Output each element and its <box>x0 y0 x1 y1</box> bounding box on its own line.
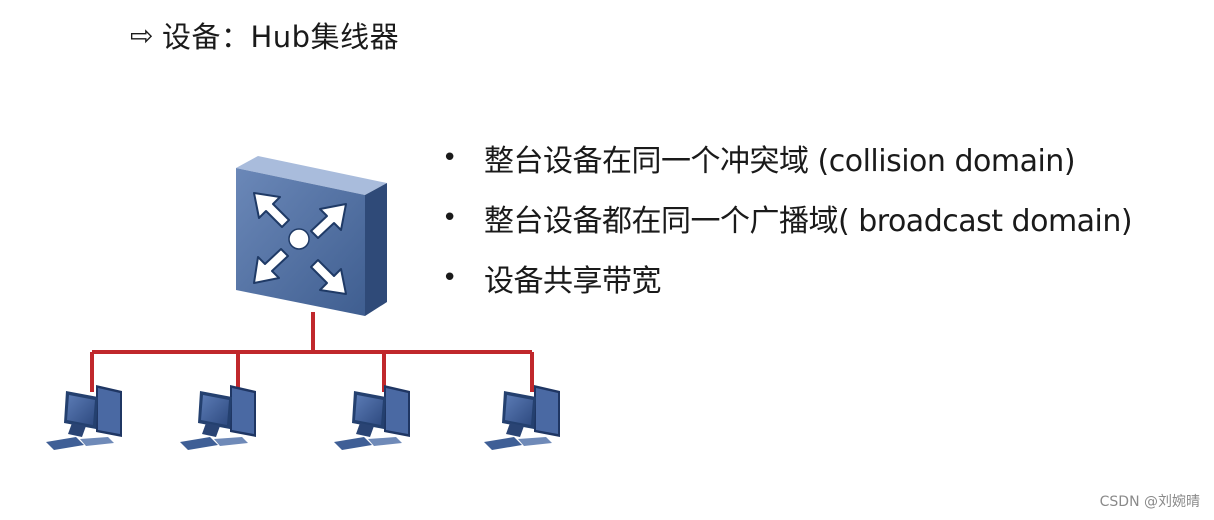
bullet-text: 整台设备都在同一个广播域( broadcast domain) <box>484 204 1133 239</box>
bullet-text: 整台设备在同一个冲突域 (collision domain) <box>484 144 1076 179</box>
bullet-dot-icon: • <box>442 143 457 173</box>
network-links <box>90 312 534 392</box>
bullet-text: 设备共享带宽 <box>484 264 662 299</box>
hub-arrows-icon <box>236 156 387 316</box>
bullet-dot-icon: • <box>442 263 457 293</box>
bullet-item: • 设备共享带宽 <box>442 248 1132 308</box>
watermark: CSDN @刘婉晴 <box>1099 494 1200 510</box>
desktop-computer-icon <box>180 385 256 450</box>
bullet-dot-icon: • <box>442 203 457 233</box>
bullet-item: • 整台设备都在同一个广播域( broadcast domain) <box>442 188 1133 248</box>
desktop-computer-icon <box>484 385 560 450</box>
desktop-computer-icon <box>334 385 410 450</box>
hub-network-diagram <box>46 156 560 450</box>
slide-title: ⇨ 设备：Hub集线器 <box>130 14 399 56</box>
arrow-icon: ⇨ <box>130 18 154 52</box>
desktop-computer-icon <box>46 385 122 450</box>
bullet-list: • 整台设备在同一个冲突域 (collision domain) • 整台设备都… <box>442 128 1133 308</box>
bullet-item: • 整台设备在同一个冲突域 (collision domain) <box>442 128 1132 188</box>
title-text: 设备：Hub集线器 <box>161 20 400 54</box>
